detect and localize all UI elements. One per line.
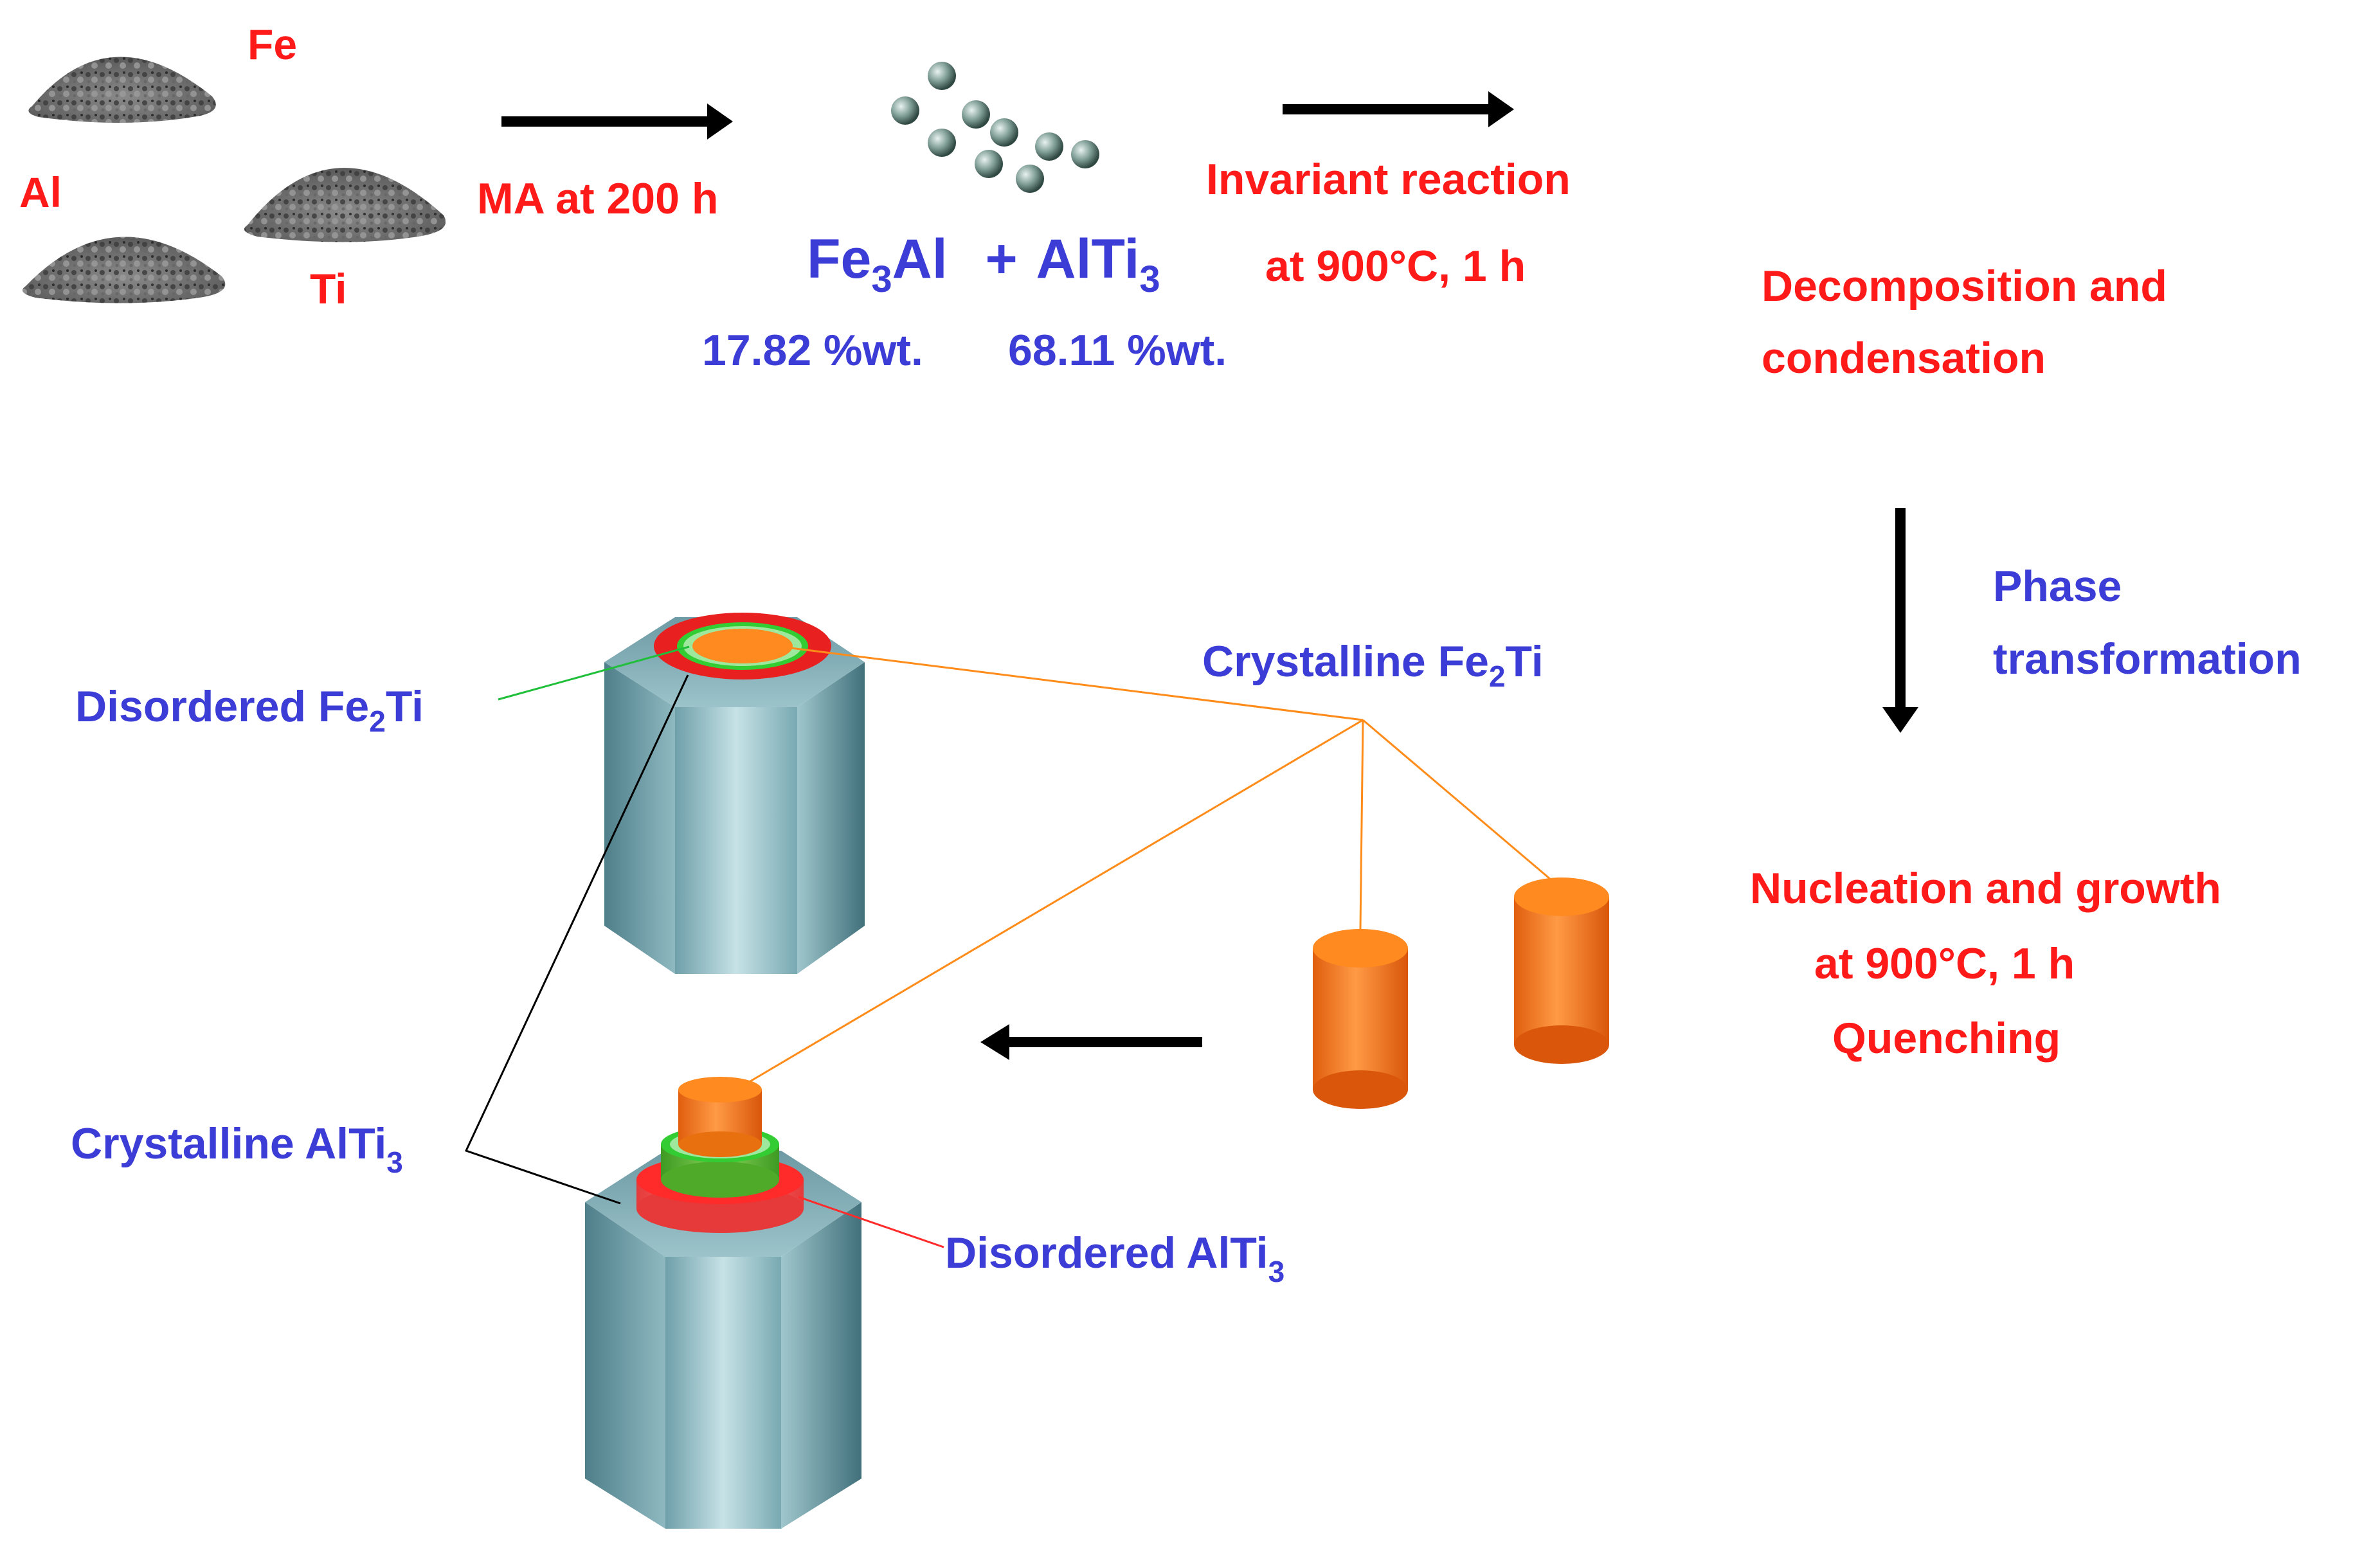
leader-lines [464,645,1551,1248]
product-formula: Fe3Al + AlTi3 [807,228,1160,300]
decomposition-label-line1: Decomposition and [1762,262,2167,310]
disordered-alti3-label: Disordered AlTi3 [945,1228,1285,1288]
nucleation-label-line1: Nucleation and growth [1750,864,2221,913]
crystalline-alti3-leader [464,674,689,1205]
phase-transformation-line1: Phase [1993,562,2122,611]
fe-powder-pile-icon [28,57,216,123]
crystalline-fe2ti-leader [790,647,1364,721]
disordered-fe2ti-leader [498,645,690,701]
al-powder-pile-icon [23,237,226,303]
invariant-reaction-label: Invariant reaction [1206,155,1571,204]
crystalline-fe2ti-label: Crystalline Fe2Ti [1202,637,1544,693]
arrow-right-icon [501,104,733,140]
invariant-reaction-conditions: at 900°C, 1 h [1265,242,1526,291]
lower-hex-prism [585,1077,861,1529]
al-label: Al [19,168,62,216]
ti-label: Ti [310,265,347,312]
crystalline-fe2ti-core [692,629,793,663]
arrow-left-icon [980,1024,1202,1060]
phase-transformation-line2: transformation [1993,634,2302,683]
crystalline-alti3-label: Crystalline AlTi3 [71,1119,403,1179]
orange-cylinder-right [1514,878,1609,1064]
decomposition-label-line2: condensation [1762,334,2046,382]
nucleation-label-line2: at 900°C, 1 h [1814,939,2075,988]
arrow-down-icon [1882,508,1918,733]
nucleation-label-line3: Quenching [1832,1014,2060,1063]
fe-label: Fe [248,21,297,68]
disordered-fe2ti-label: Disordered Fe2Ti [75,682,424,738]
orange-cylinder-left [1313,929,1408,1109]
arrow-right-icon [1283,91,1514,127]
particle-cluster-icon [891,62,1099,193]
upper-hex-prism [604,613,865,974]
disordered-alti3-leader [798,1196,944,1248]
fe3al-weight-percent: 17.82 %wt. [702,326,923,375]
ma-step-label: MA at 200 h [477,174,718,223]
alti3-weight-percent: 68.11 %wt. [1008,326,1227,375]
ti-powder-pile-icon [244,168,446,242]
